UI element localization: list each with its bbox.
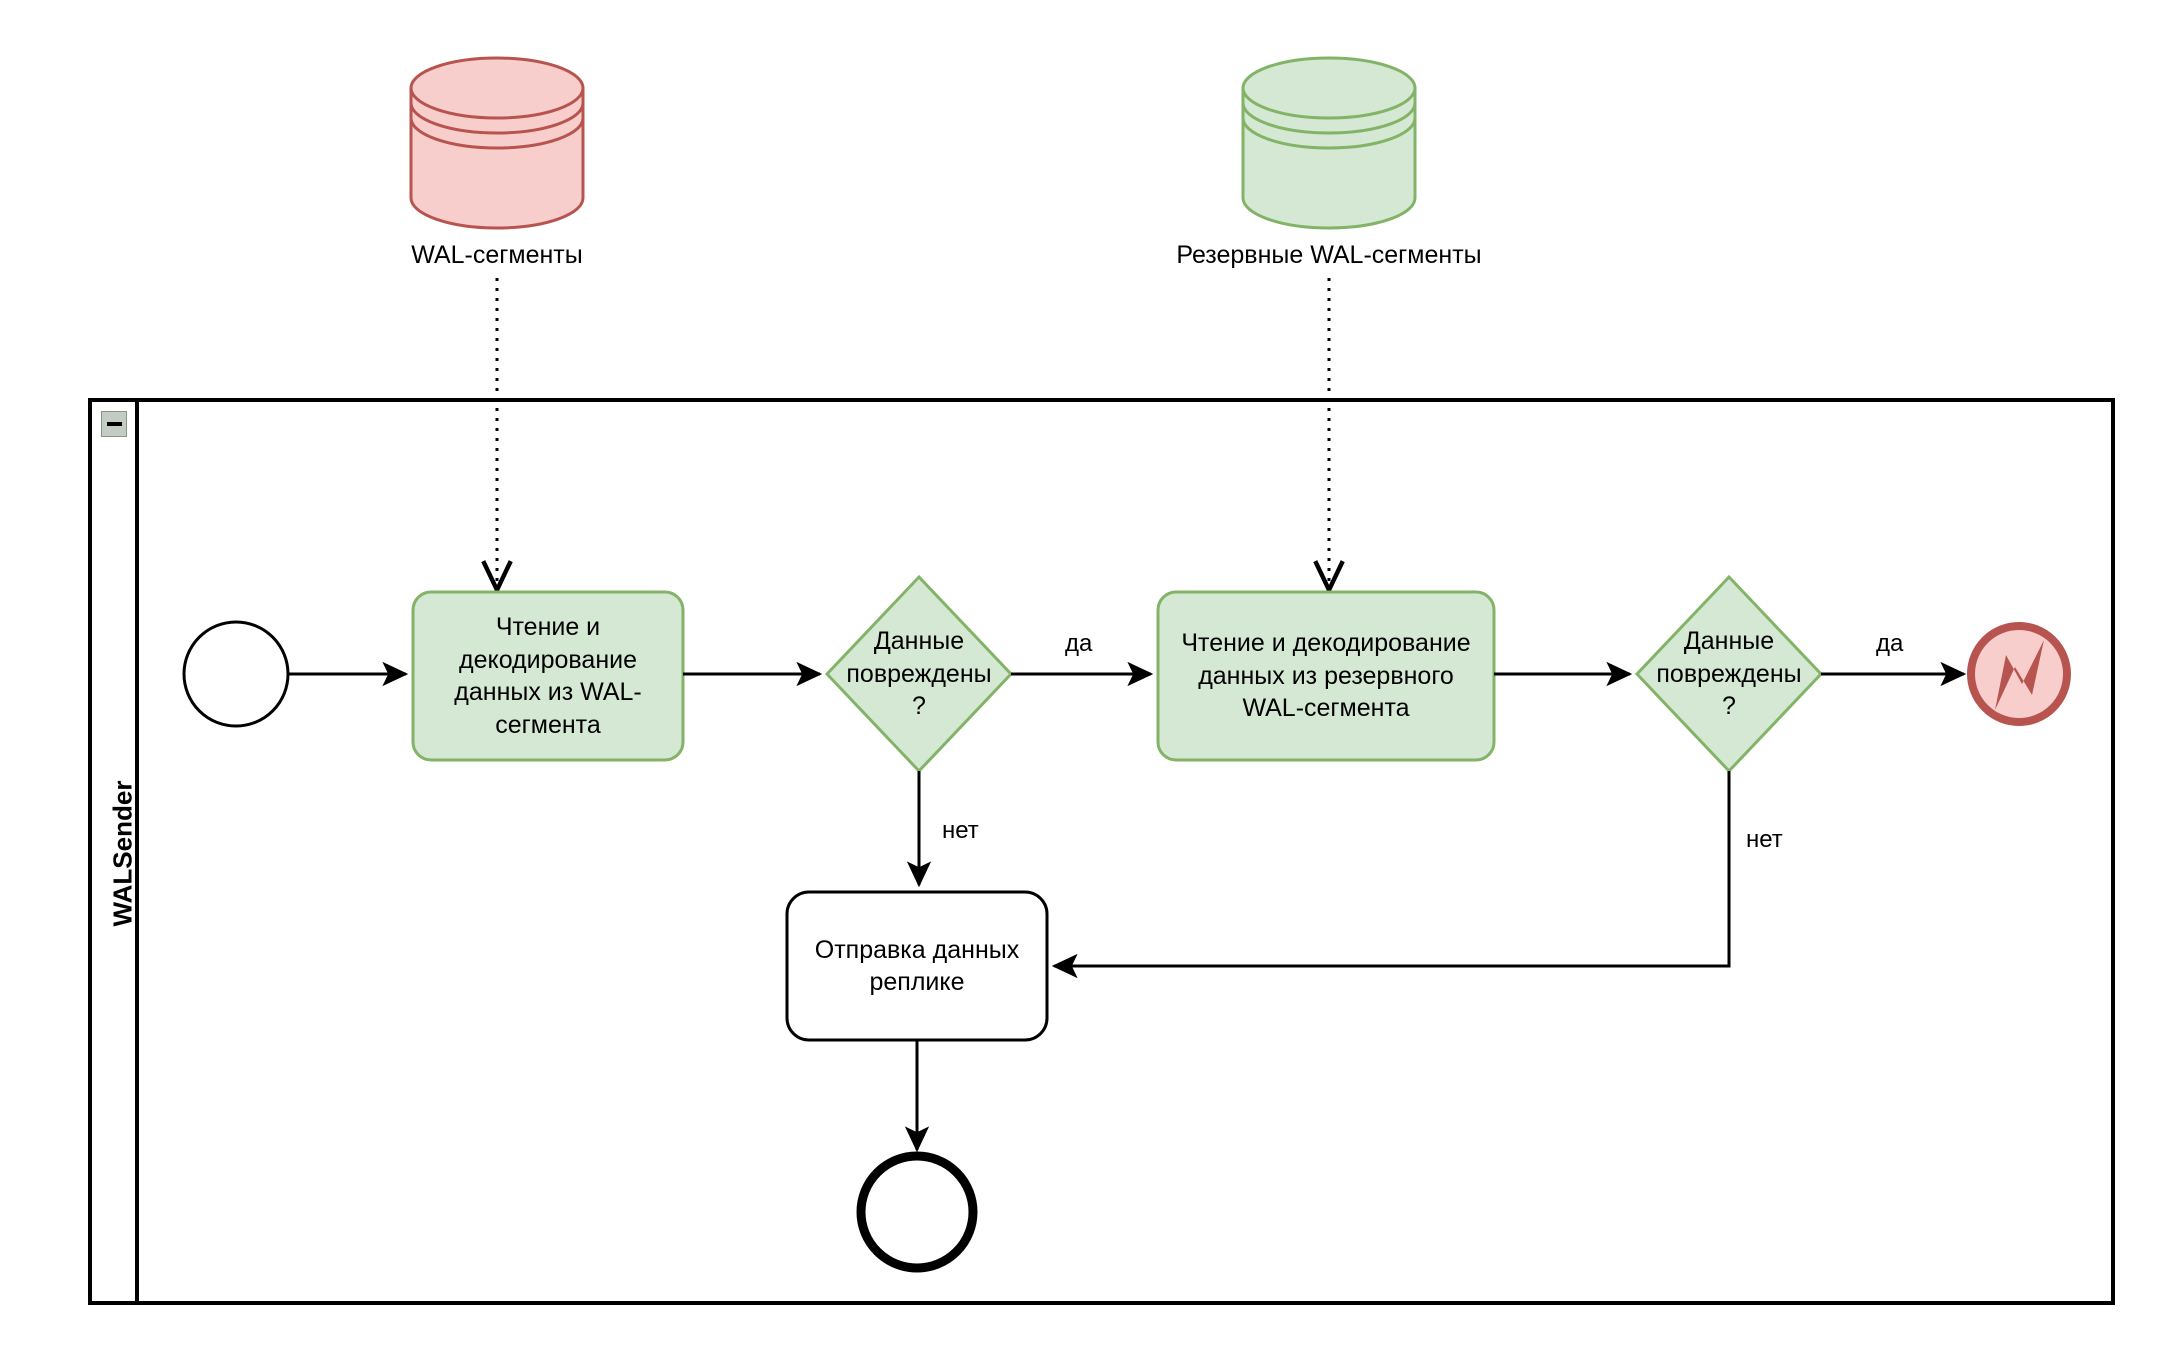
datastore-wal-segments[interactable] (409, 56, 585, 230)
datastore-label-wal-segments: WAL-сегменты (411, 241, 583, 269)
minus-bar (106, 422, 122, 426)
lane-collapse-minus-icon[interactable] (101, 411, 127, 437)
task-read-wal[interactable] (411, 590, 685, 762)
task-send-replica[interactable] (785, 890, 1049, 1042)
end-event[interactable] (856, 1151, 978, 1273)
lane-title-walsender: WALSender (107, 780, 138, 927)
datastore-backup-wal-segments[interactable] (1241, 56, 1417, 230)
start-event[interactable] (182, 620, 290, 728)
flow-gateway2-no (1051, 771, 1731, 979)
error-end-event[interactable] (1967, 622, 2071, 726)
flow-label-gateway2-no: нет (1746, 826, 1783, 853)
flow-label-gateway2-yes: да (1876, 630, 1904, 657)
datastore-label-backup-wal-segments: Резервные WAL-сегменты (1176, 241, 1482, 269)
flow-label-gateway1-yes: да (1065, 630, 1093, 657)
task-read-backup-wal[interactable] (1156, 590, 1496, 762)
flow-label-gateway1-no: нет (942, 817, 979, 844)
pool-walsender[interactable] (88, 398, 2115, 1305)
